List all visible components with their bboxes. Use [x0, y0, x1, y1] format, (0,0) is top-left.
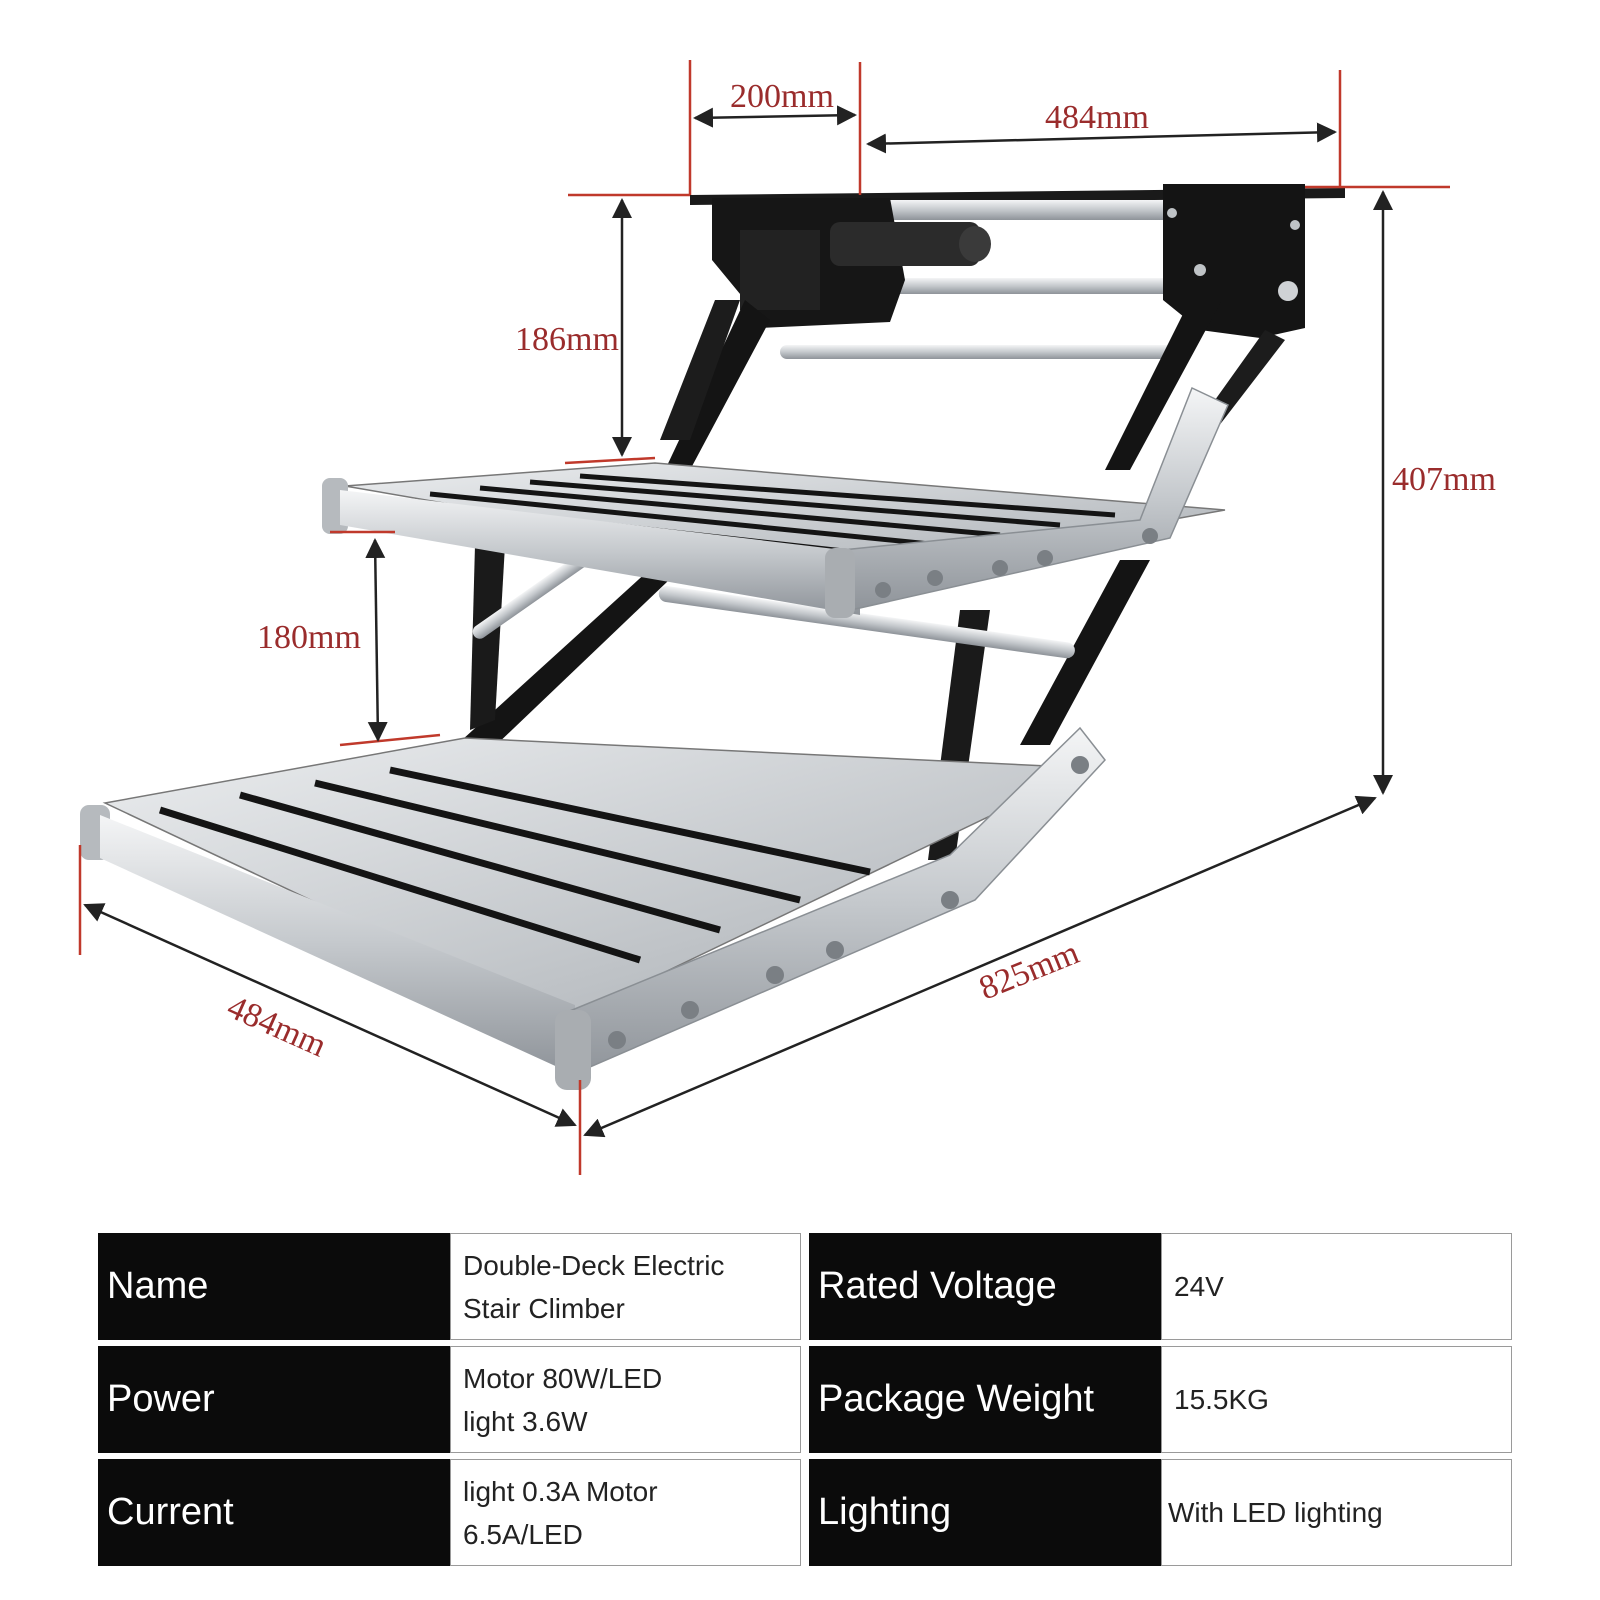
- spec-label: Lighting: [809, 1459, 1161, 1566]
- dim-label-total-height: 407mm: [1392, 461, 1496, 498]
- spec-value: Double-Deck Electric Stair Climber: [450, 1233, 801, 1340]
- spec-label: Name: [98, 1233, 450, 1340]
- spec-label: Rated Voltage: [809, 1233, 1161, 1340]
- spec-value: With LED lighting: [1161, 1459, 1512, 1566]
- spec-table: Name Double-Deck Electric Stair Climber …: [98, 1233, 1512, 1568]
- spec-label: Package Weight: [809, 1346, 1161, 1453]
- spec-value: light 0.3A Motor 6.5A/LED: [450, 1459, 801, 1566]
- table-row: Name Double-Deck Electric Stair Climber …: [98, 1233, 1512, 1340]
- spec-value: Motor 80W/LED light 3.6W: [450, 1346, 801, 1453]
- dim-label-top-width: 484mm: [1045, 99, 1149, 136]
- dim-label-top-depth: 200mm: [730, 78, 834, 115]
- dim-label-lower-rise: 180mm: [257, 619, 361, 656]
- table-row: Power Motor 80W/LED light 3.6W Package W…: [98, 1346, 1512, 1453]
- dim-label-step-width: 484mm: [222, 989, 332, 1065]
- spec-value: 15.5KG: [1161, 1346, 1512, 1453]
- dim-label-upper-rise: 186mm: [515, 321, 619, 358]
- spec-label: Current: [98, 1459, 450, 1566]
- dimension-lines: [78, 60, 1450, 1175]
- spec-value: 24V: [1161, 1233, 1512, 1340]
- product-dimension-diagram: 200mm 484mm 186mm 180mm 407mm 484mm 825m…: [78, 60, 1496, 1175]
- table-row: Current light 0.3A Motor 6.5A/LED Lighti…: [98, 1459, 1512, 1566]
- spec-label: Power: [98, 1346, 450, 1453]
